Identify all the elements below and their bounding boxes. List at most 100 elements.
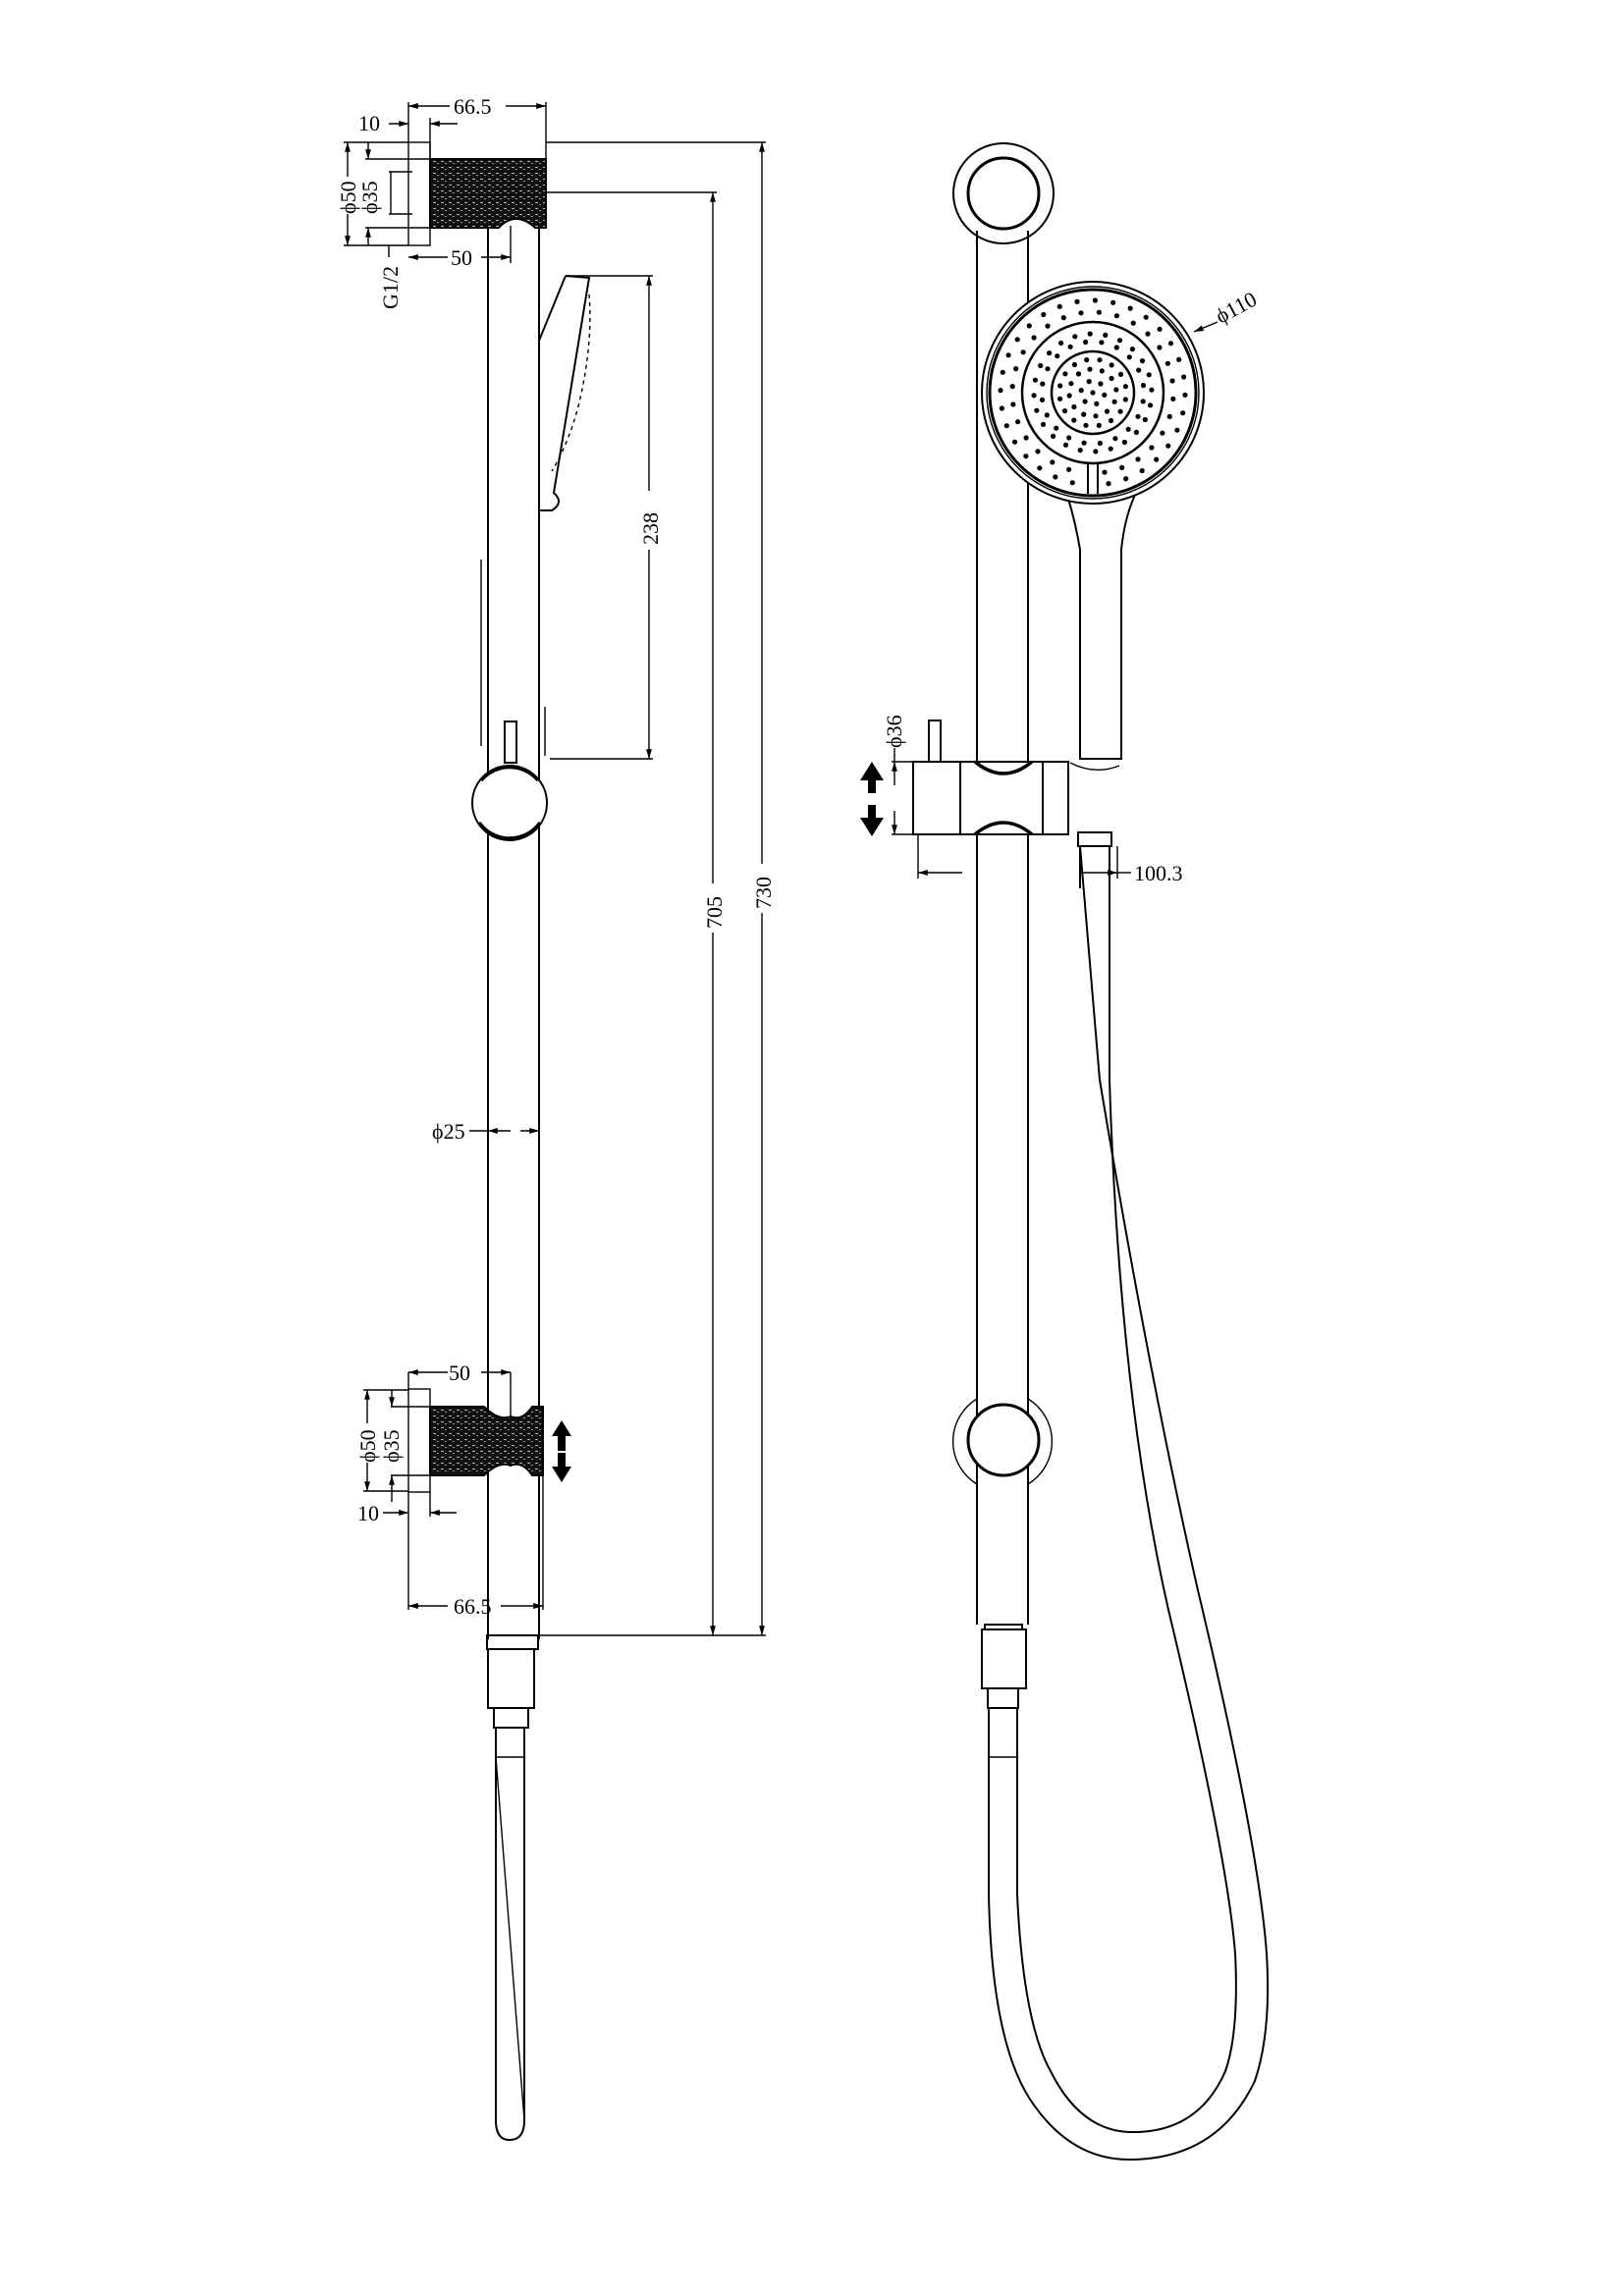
- nozzle-dot: [1040, 421, 1047, 427]
- nozzle-dot: [1069, 480, 1075, 486]
- nozzle-dot: [1140, 383, 1147, 389]
- slider-projection-label: 100.3: [1134, 861, 1183, 885]
- nozzle-dot: [1111, 399, 1117, 404]
- nozzle-dot: [1145, 331, 1151, 337]
- nozzle-dot: [1090, 390, 1096, 396]
- showerhead-diameter-dimension: ϕ110: [1193, 287, 1261, 333]
- nozzle-dot: [1108, 446, 1113, 452]
- nozzle-dot: [1113, 345, 1119, 350]
- nozzle-dot: [1062, 371, 1068, 377]
- overall-height-label: 730: [751, 877, 776, 909]
- nozzle-dot: [1020, 349, 1026, 355]
- nozzle-dot: [1104, 408, 1110, 414]
- nozzle-dot: [1122, 397, 1128, 402]
- bottom-bracket-offset-label: 10: [357, 1501, 379, 1525]
- nozzle-dot: [1103, 332, 1109, 338]
- handset-length-dimension: 238: [550, 275, 663, 760]
- nozzle-dot: [1051, 433, 1056, 439]
- nozzle-dot: [1112, 436, 1118, 442]
- nozzle-dot: [1037, 465, 1043, 471]
- nozzle-dot: [1000, 369, 1005, 375]
- top-bracket-outer-diameter-label: ϕ50: [336, 181, 360, 214]
- side-view: 66.5 10 ϕ50 ϕ35 50: [336, 94, 776, 2142]
- nozzle-dot: [1058, 340, 1064, 347]
- handset-length-label: 238: [638, 512, 663, 545]
- nozzle-dot: [1053, 474, 1058, 480]
- nozzle-dot: [1096, 422, 1102, 428]
- nozzle-dot: [1129, 347, 1135, 352]
- slider-diameter-label: ϕ36: [882, 715, 906, 748]
- nozzle-dot: [1047, 350, 1053, 356]
- front-bottom-bracket: [951, 1398, 1054, 1485]
- nozzle-dot: [1167, 341, 1174, 347]
- nozzle-dot: [1174, 427, 1180, 433]
- nozzle-dot: [1098, 381, 1104, 387]
- nozzle-dot: [1099, 340, 1105, 346]
- hose-side: [486, 1634, 539, 2142]
- nozzle-dot: [1077, 448, 1083, 454]
- top-wall-bracket: [407, 141, 547, 246]
- nozzle-dot: [1057, 396, 1063, 401]
- nozzle-dot: [1180, 410, 1186, 416]
- nozzle-dot: [1122, 384, 1128, 390]
- nozzle-dot: [1127, 305, 1133, 311]
- nozzle-dot: [1109, 417, 1114, 424]
- slider-dimensions: ϕ36 100.3: [882, 715, 1183, 885]
- top-bracket-dimensions: 66.5 10 ϕ50 ϕ35 50: [336, 94, 547, 309]
- nozzle-dot: [1176, 356, 1182, 362]
- nozzle-dot: [1148, 402, 1154, 408]
- top-bracket-inner-diameter-label: ϕ35: [357, 181, 382, 214]
- nozzle-dot: [1160, 430, 1165, 436]
- nozzle-dot: [1011, 439, 1018, 445]
- nozzle-dot: [1133, 429, 1139, 435]
- nozzle-dot: [1093, 413, 1099, 419]
- nozzle-dot: [1149, 445, 1155, 451]
- nozzle-dot: [1096, 309, 1102, 315]
- slider-up-arrow-icon: [860, 762, 884, 793]
- nozzle-dot: [1113, 387, 1119, 393]
- nozzle-dot: [1157, 345, 1163, 350]
- height-dimensions: 705 730: [539, 141, 776, 1636]
- nozzle-dot: [1038, 362, 1044, 369]
- nozzle-dot: [1149, 387, 1155, 393]
- nozzle-dot: [1055, 353, 1060, 359]
- nozzle-dot: [1140, 399, 1146, 404]
- nozzle-dot: [1068, 381, 1074, 387]
- nozzle-dot: [1083, 339, 1089, 346]
- nozzle-dot: [1083, 422, 1089, 428]
- nozzle-dot: [1071, 417, 1077, 423]
- rail-length-label: 705: [702, 896, 727, 929]
- front-top-bracket: [952, 142, 1055, 245]
- nozzle-dot: [1106, 481, 1111, 487]
- nozzle-dot: [1087, 331, 1093, 337]
- nozzle-dot: [1102, 392, 1108, 398]
- nozzle-dot: [1109, 375, 1114, 382]
- nozzle-dot: [1061, 408, 1068, 414]
- showerhead-diameter-label: ϕ110: [1212, 287, 1261, 329]
- nozzle-dot: [1067, 344, 1073, 349]
- nozzle-dot: [1136, 367, 1142, 373]
- nozzle-dot: [1166, 413, 1172, 419]
- nozzle-dot: [1113, 313, 1119, 319]
- handset-side: [480, 275, 591, 756]
- nozzle-dot: [1084, 357, 1090, 363]
- nozzle-dot: [1035, 449, 1041, 454]
- adjust-down-arrow-icon: [552, 1453, 571, 1482]
- nozzle-dot: [1116, 338, 1123, 344]
- top-bracket-width-label: 66.5: [454, 94, 492, 119]
- nozzle-dot: [1010, 401, 1016, 407]
- nozzle-dot: [1014, 337, 1020, 343]
- nozzle-dot: [1087, 366, 1093, 372]
- nozzle-dot: [1164, 360, 1170, 366]
- shower-hose: [988, 845, 1270, 2162]
- nozzle-dot: [1135, 413, 1141, 419]
- nozzle-dot: [1142, 416, 1148, 423]
- nozzle-dot: [1071, 361, 1077, 368]
- nozzle-dot: [1117, 408, 1123, 414]
- top-bracket-depth-label: 50: [451, 245, 472, 270]
- nozzle-dot: [1005, 352, 1011, 358]
- nozzle-dot: [1045, 323, 1051, 329]
- nozzle-dot: [1110, 299, 1116, 305]
- nozzle-dot: [1013, 366, 1019, 372]
